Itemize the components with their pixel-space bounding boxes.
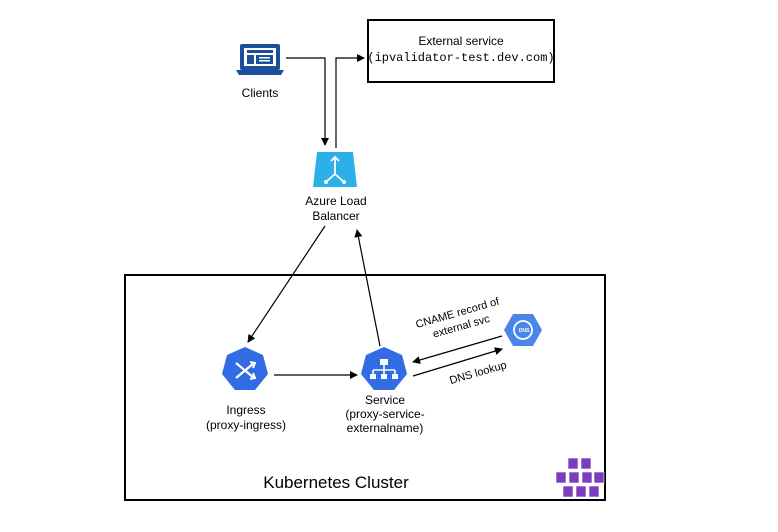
laptop-icon	[236, 44, 284, 75]
ingress-icon	[222, 347, 268, 390]
kubernetes-cluster-boundary	[124, 274, 606, 501]
service-icon	[361, 347, 407, 390]
external-service-title: External service	[418, 34, 504, 48]
dns-icon: DNS	[504, 314, 542, 346]
aks-icon	[555, 457, 605, 498]
edge-load-balancer-to-external	[335, 54, 365, 148]
service-label-line1: Service	[365, 393, 405, 407]
edge-service-to-dns	[412, 347, 503, 377]
service-label-line3: externalname)	[347, 421, 424, 435]
dns-badge-text: DNS	[519, 328, 530, 334]
ingress-label-line2: (proxy-ingress)	[206, 418, 286, 432]
external-service-host: (ipvalidator-test.dev.com)	[367, 51, 554, 65]
service-label-line2: (proxy-service-	[345, 407, 424, 421]
ingress-label-line1: Ingress	[226, 403, 265, 417]
load-balancer-label-line1: Azure Load	[305, 194, 366, 208]
edge-service-to-load-balancer	[354, 229, 381, 347]
edge-dns-to-service	[412, 335, 503, 364]
load-balancer-label-line2: Balancer	[312, 209, 359, 223]
edge-clients-to-load-balancer	[286, 57, 329, 146]
external-service-box	[367, 19, 555, 83]
dns-lookup-label: DNS lookup	[448, 359, 508, 387]
load-balancer-icon	[313, 152, 357, 187]
clients-label: Clients	[242, 86, 279, 100]
edge-load-balancer-to-ingress	[247, 225, 326, 343]
cluster-label: Kubernetes Cluster	[263, 473, 409, 492]
